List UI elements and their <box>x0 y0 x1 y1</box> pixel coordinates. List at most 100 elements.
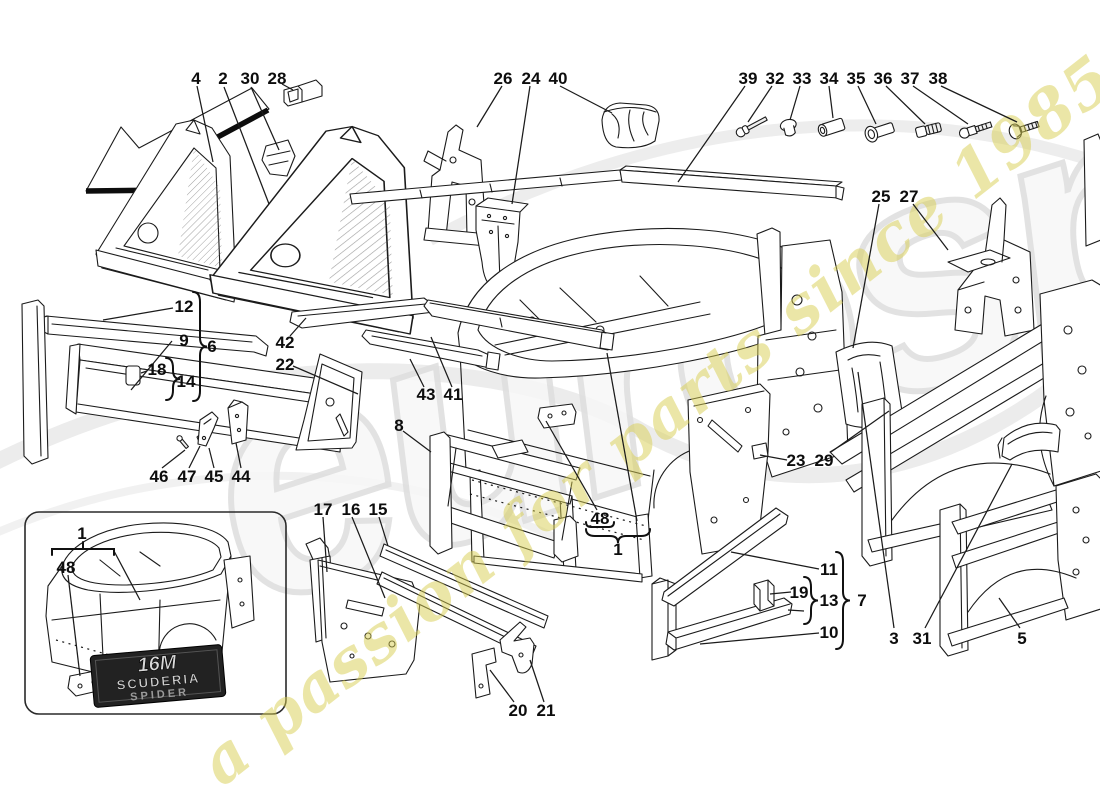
brace-right-1 <box>165 357 181 401</box>
leader-line-16 <box>351 516 386 599</box>
part-label-29: 29 <box>815 451 834 470</box>
leader-line-19 <box>769 591 792 595</box>
leader-line-41 <box>430 336 453 388</box>
part-label-31: 31 <box>913 629 932 648</box>
leader-line-34 <box>828 85 834 119</box>
part-label-48c: 48 <box>591 509 610 528</box>
part-label-10: 10 <box>820 623 839 642</box>
part-30-bracket <box>261 139 296 177</box>
part-label-33: 33 <box>793 69 812 88</box>
leader-line-1i <box>113 550 141 601</box>
part-label-44: 44 <box>232 467 251 486</box>
leader-line-44 <box>235 442 242 469</box>
part-label-42: 42 <box>276 333 295 352</box>
part-26-pillar <box>423 124 489 247</box>
inset-assembly <box>45 522 255 697</box>
part-label-46: 46 <box>150 467 169 486</box>
part-label-35: 35 <box>847 69 866 88</box>
part-31-bracket <box>997 422 1061 461</box>
leader-line-8 <box>402 430 432 453</box>
part-8-frame <box>429 431 581 563</box>
part-label-13: 13 <box>820 591 839 610</box>
part-label-2: 2 <box>218 69 227 88</box>
leader-line-48c <box>545 420 598 511</box>
bracket-under-48 <box>585 521 615 528</box>
leader-line-9 <box>130 340 173 391</box>
part-label-15: 15 <box>369 500 388 519</box>
part-46-screw <box>176 435 189 450</box>
leader-line-45 <box>208 447 215 469</box>
leader-line-22 <box>292 365 359 395</box>
part-label-8: 8 <box>394 416 403 435</box>
part-20-bracket <box>471 647 497 699</box>
part-18-clip <box>125 365 141 386</box>
fastener-36-bolt <box>915 122 942 138</box>
part-label-34: 34 <box>820 69 839 88</box>
fastener-38-screw <box>1008 120 1040 140</box>
leader-line-48i <box>67 574 81 677</box>
leader-line-18 <box>140 370 148 374</box>
bracket-inset-1 <box>51 541 115 556</box>
part-left-strip <box>21 299 49 465</box>
leader-line-17 <box>322 516 328 573</box>
part-5-side-assembly <box>939 473 1100 657</box>
part-label-25: 25 <box>872 187 891 206</box>
leader-line-39 <box>677 85 746 183</box>
leader-line-38 <box>940 85 1018 123</box>
leader-line-12 <box>102 307 174 321</box>
leader-line-10 <box>699 632 820 645</box>
part-label-36: 36 <box>874 69 893 88</box>
part-22-gusset <box>295 353 363 451</box>
part-label-4: 4 <box>191 69 201 88</box>
badge-text-bottom: SPIDER <box>130 686 190 703</box>
fastener-32-pin <box>735 116 768 138</box>
part-21-bracket <box>499 621 535 674</box>
part-label-37: 37 <box>901 69 920 88</box>
part-label-21: 21 <box>537 701 556 720</box>
part-label-30: 30 <box>241 69 260 88</box>
part-label-39: 39 <box>739 69 758 88</box>
leader-line-47 <box>188 445 201 469</box>
part-label-7: 7 <box>857 591 866 610</box>
leader-line-46 <box>161 449 186 469</box>
part-label-12: 12 <box>175 297 194 316</box>
leader-line-28 <box>281 83 294 91</box>
leader-line-13 <box>787 609 805 612</box>
brace-right-0 <box>192 291 208 402</box>
part-label-19: 19 <box>790 583 809 602</box>
part-label-23: 23 <box>787 451 806 470</box>
leader-line-27 <box>912 203 949 251</box>
leader-line-31 <box>924 463 1013 629</box>
leader-line-21 <box>529 659 545 703</box>
badge-text-top: 16M <box>137 651 179 676</box>
part-43-beam <box>361 329 501 371</box>
leader-line-11 <box>730 551 820 570</box>
part-label-22: 22 <box>276 355 295 374</box>
part-27-pillar <box>947 197 1035 337</box>
part-28-channel <box>283 79 323 107</box>
part-label-17: 17 <box>314 500 333 519</box>
part-label-11: 11 <box>820 560 838 579</box>
part-label-14: 14 <box>177 372 196 391</box>
part-label-18: 18 <box>148 360 167 379</box>
leader-line-4 <box>196 85 214 163</box>
part-label-26: 26 <box>494 69 513 88</box>
part-15-beam <box>379 543 549 629</box>
leader-line-25 <box>852 203 880 349</box>
part-label-32: 32 <box>766 69 785 88</box>
underbrace-5 <box>585 528 651 544</box>
fastener-37-stud <box>958 121 993 139</box>
brace-right-2 <box>803 576 819 625</box>
part-39-rail <box>349 165 845 205</box>
badge-16m-scuderia-spider: 16M SCUDERIA SPIDER <box>89 644 227 708</box>
leader-line-32 <box>747 85 773 123</box>
part-40-pad <box>601 102 660 149</box>
part-label-20: 20 <box>509 701 528 720</box>
part-label-5: 5 <box>1017 629 1026 648</box>
leader-line-43 <box>409 358 425 388</box>
part-44-bracket <box>227 399 249 445</box>
part-label-41: 41 <box>444 385 463 404</box>
part-label-40: 40 <box>549 69 568 88</box>
